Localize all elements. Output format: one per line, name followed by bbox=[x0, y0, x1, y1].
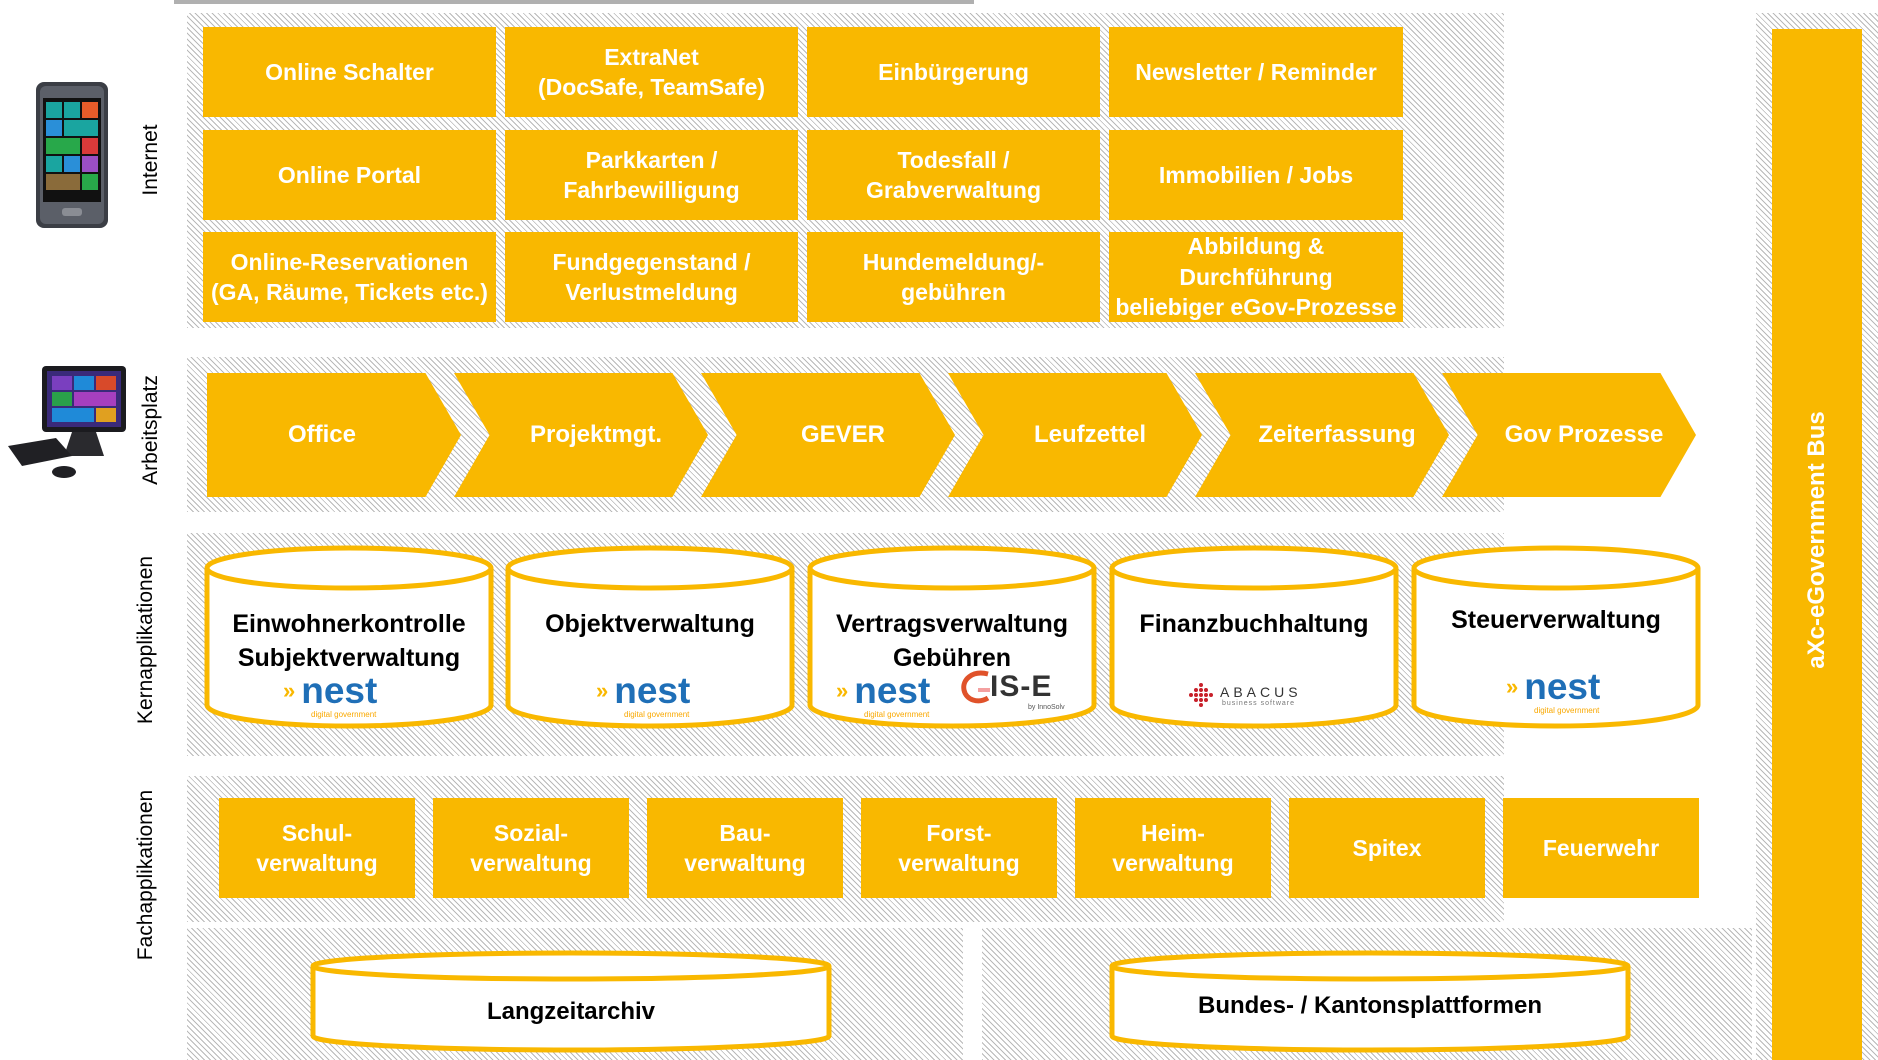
all-in-one-pc-icon bbox=[6, 360, 134, 490]
nest-logo: »nest digital government bbox=[836, 670, 931, 719]
core-app-objektverwaltung[interactable]: Objektverwaltung »nest digital governmen… bbox=[504, 544, 796, 729]
specialist-app-sozialverwaltung[interactable]: Sozial- verwaltung bbox=[433, 798, 629, 898]
workplace-step-zeiterfassung[interactable]: Zeiterfassung bbox=[1195, 373, 1449, 497]
nest-logo: »nest digital government bbox=[1506, 666, 1601, 715]
specialist-app-forstverwaltung[interactable]: Forst- verwaltung bbox=[861, 798, 1057, 898]
core-app-label: Objektverwaltung bbox=[545, 610, 755, 638]
specialist-app-bauverwaltung[interactable]: Bau- verwaltung bbox=[647, 798, 843, 898]
gis-e-sub: by InnoSolv bbox=[1028, 704, 1065, 711]
workplace-step-leufzettel[interactable]: Leufzettel bbox=[948, 373, 1202, 497]
internet-service-fundgegenstand[interactable]: Fundgegenstand / Verlustmeldung bbox=[505, 232, 798, 322]
gis-e-logo: IS-E by InnoSolv bbox=[958, 668, 1088, 714]
core-app-label: Finanzbuchhaltung bbox=[1139, 610, 1369, 638]
core-app-vertragsverwaltung[interactable]: Vertragsverwaltung Gebühren »nest digita… bbox=[806, 544, 1098, 729]
internet-service-reservationen[interactable]: Online-Reservationen (GA, Räume, Tickets… bbox=[203, 232, 496, 322]
core-app-einwohnerkontrolle[interactable]: Einwohnerkontrolle Subjektverwaltung »ne… bbox=[203, 544, 495, 729]
workplace-step-projektmgt[interactable]: Projektmgt. bbox=[454, 373, 708, 497]
internet-service-hundemeldung[interactable]: Hundemeldung/-gebühren bbox=[807, 232, 1100, 322]
side-label-fachapplikationen: Fachapplikationen bbox=[134, 789, 157, 961]
workplace-step-gever[interactable]: GEVER bbox=[701, 373, 955, 497]
specialist-app-spitex[interactable]: Spitex bbox=[1289, 798, 1485, 898]
specialist-app-schulverwaltung[interactable]: Schul- verwaltung bbox=[219, 798, 415, 898]
core-app-label: Einwohnerkontrolle Subjektverwaltung bbox=[232, 610, 466, 672]
specialist-app-heimverwaltung[interactable]: Heim- verwaltung bbox=[1075, 798, 1271, 898]
internet-service-extranet[interactable]: ExtraNet (DocSafe, TeamSafe) bbox=[505, 27, 798, 117]
specialist-app-feuerwehr[interactable]: Feuerwehr bbox=[1503, 798, 1699, 898]
nest-logo: »nest digital government bbox=[596, 670, 691, 719]
internet-service-egov-prozesse[interactable]: Abbildung & Durchführung beliebiger eGov… bbox=[1109, 232, 1403, 322]
archive-label: Langzeitarchiv bbox=[486, 998, 656, 1025]
internet-service-parkkarten[interactable]: Parkkarten / Fahrbewilligung bbox=[505, 130, 798, 220]
side-label-internet: Internet bbox=[139, 124, 162, 196]
core-app-label: Steuerverwaltung bbox=[1451, 606, 1661, 634]
arbeitsplatz-panel: Office Projektmgt. GEVER Leufzettel Zeit… bbox=[187, 357, 1696, 512]
internet-service-todesfall[interactable]: Todesfall / Grabverwaltung bbox=[807, 130, 1100, 220]
internet-panel: Online Schalter ExtraNet (DocSafe, TeamS… bbox=[187, 13, 1504, 328]
top-rule bbox=[174, 0, 974, 4]
internet-service-newsletter[interactable]: Newsletter / Reminder bbox=[1109, 27, 1403, 117]
side-label-kernapplikationen: Kernapplikationen bbox=[134, 555, 157, 725]
gis-e-text: IS-E bbox=[990, 670, 1053, 703]
archive-langzeitarchiv[interactable]: Langzeitarchiv bbox=[309, 950, 833, 1054]
smartphone-icon bbox=[34, 80, 110, 230]
core-app-label: Vertragsverwaltung Gebühren bbox=[835, 610, 1069, 672]
abacus-sub: business software bbox=[1222, 700, 1296, 707]
nest-logo: »nest digital government bbox=[283, 670, 378, 719]
bus-label: aXc-eGovernment Bus bbox=[1803, 411, 1830, 669]
internet-service-immobilien[interactable]: Immobilien / Jobs bbox=[1109, 130, 1403, 220]
side-label-arbeitsplatz: Arbeitsplatz bbox=[139, 375, 162, 485]
core-app-steuerverwaltung[interactable]: Steuerverwaltung »nest digital governmen… bbox=[1410, 544, 1702, 729]
egovernment-bus[interactable] bbox=[1772, 29, 1862, 1060]
archive-label: Bundes- / Kantonsplattformen bbox=[1197, 992, 1542, 1019]
bus-panel bbox=[1756, 13, 1878, 1060]
fachapplikationen-panel: Schul- verwaltung Sozial- verwaltung Bau… bbox=[187, 776, 1699, 922]
internet-service-online-schalter[interactable]: Online Schalter bbox=[203, 27, 496, 117]
internet-service-online-portal[interactable]: Online Portal bbox=[203, 130, 496, 220]
abacus-text: ABACUS bbox=[1220, 684, 1302, 700]
workplace-step-office[interactable]: Office bbox=[207, 373, 461, 497]
abacus-logo: ABACUS business software bbox=[1188, 682, 1338, 708]
archive-bundes-kantonsplattformen[interactable]: Bundes- / Kantonsplattformen bbox=[1108, 950, 1632, 1054]
core-app-finanzbuchhaltung[interactable]: Finanzbuchhaltung ABACUS business softwa… bbox=[1108, 544, 1400, 729]
workplace-step-gov-prozesse[interactable]: Gov Prozesse bbox=[1442, 373, 1696, 497]
internet-service-einbuergerung[interactable]: Einbürgerung bbox=[807, 27, 1100, 117]
